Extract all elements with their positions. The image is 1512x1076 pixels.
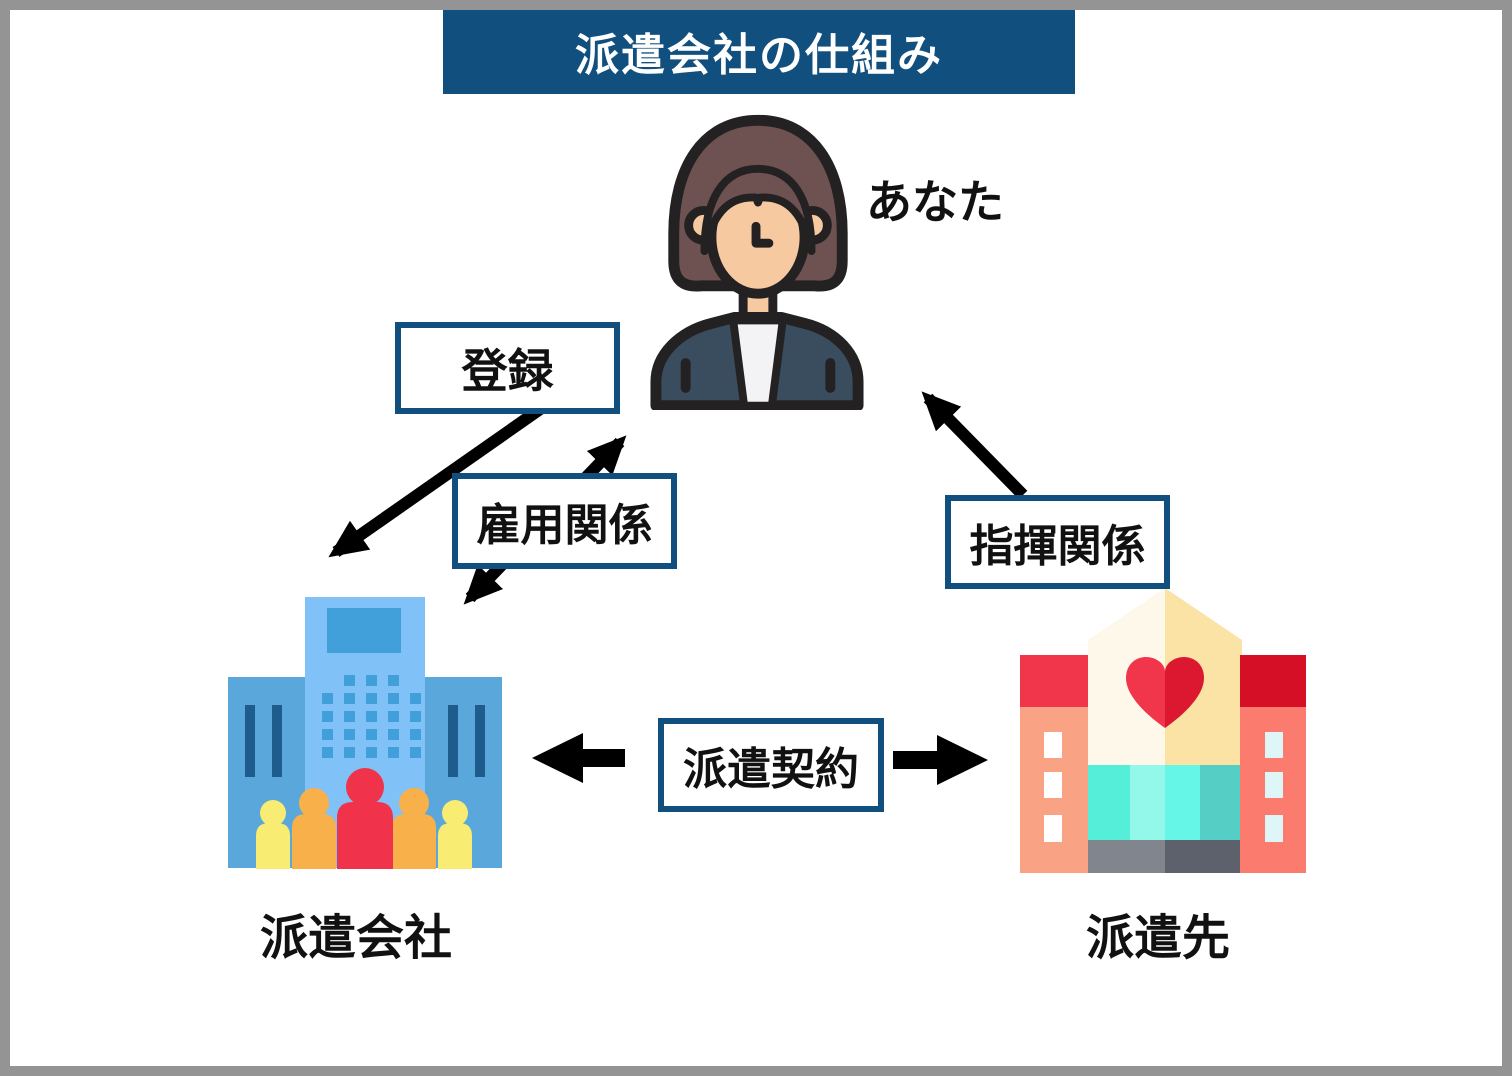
registration-arrow xyxy=(328,393,560,558)
command-arrow xyxy=(921,391,1028,500)
title-bar: 派遣会社の仕組み xyxy=(443,8,1075,94)
woman-avatar-icon xyxy=(650,114,864,410)
dispatch-contract-label-box: 派遣契約 xyxy=(658,718,884,812)
command-label-box: 指揮関係 xyxy=(945,495,1170,589)
contract-arrow-right xyxy=(893,735,988,785)
registration-label-box: 登録 xyxy=(395,322,620,414)
registration-label: 登録 xyxy=(461,345,554,397)
agency-label: 派遣会社 xyxy=(260,912,453,965)
command-label: 指揮関係 xyxy=(969,522,1146,571)
employment-label-box: 雇用関係 xyxy=(452,473,677,569)
client-label: 派遣先 xyxy=(1086,912,1231,965)
page-title: 派遣会社の仕組み xyxy=(575,31,943,80)
employment-label: 雇用関係 xyxy=(476,501,653,550)
office-building-icon xyxy=(228,597,502,869)
dispatch-contract-label: 派遣契約 xyxy=(683,745,859,794)
hospital-building-icon xyxy=(1020,588,1306,873)
contract-arrow-left xyxy=(532,733,625,783)
you-label: あなた xyxy=(866,176,1004,228)
